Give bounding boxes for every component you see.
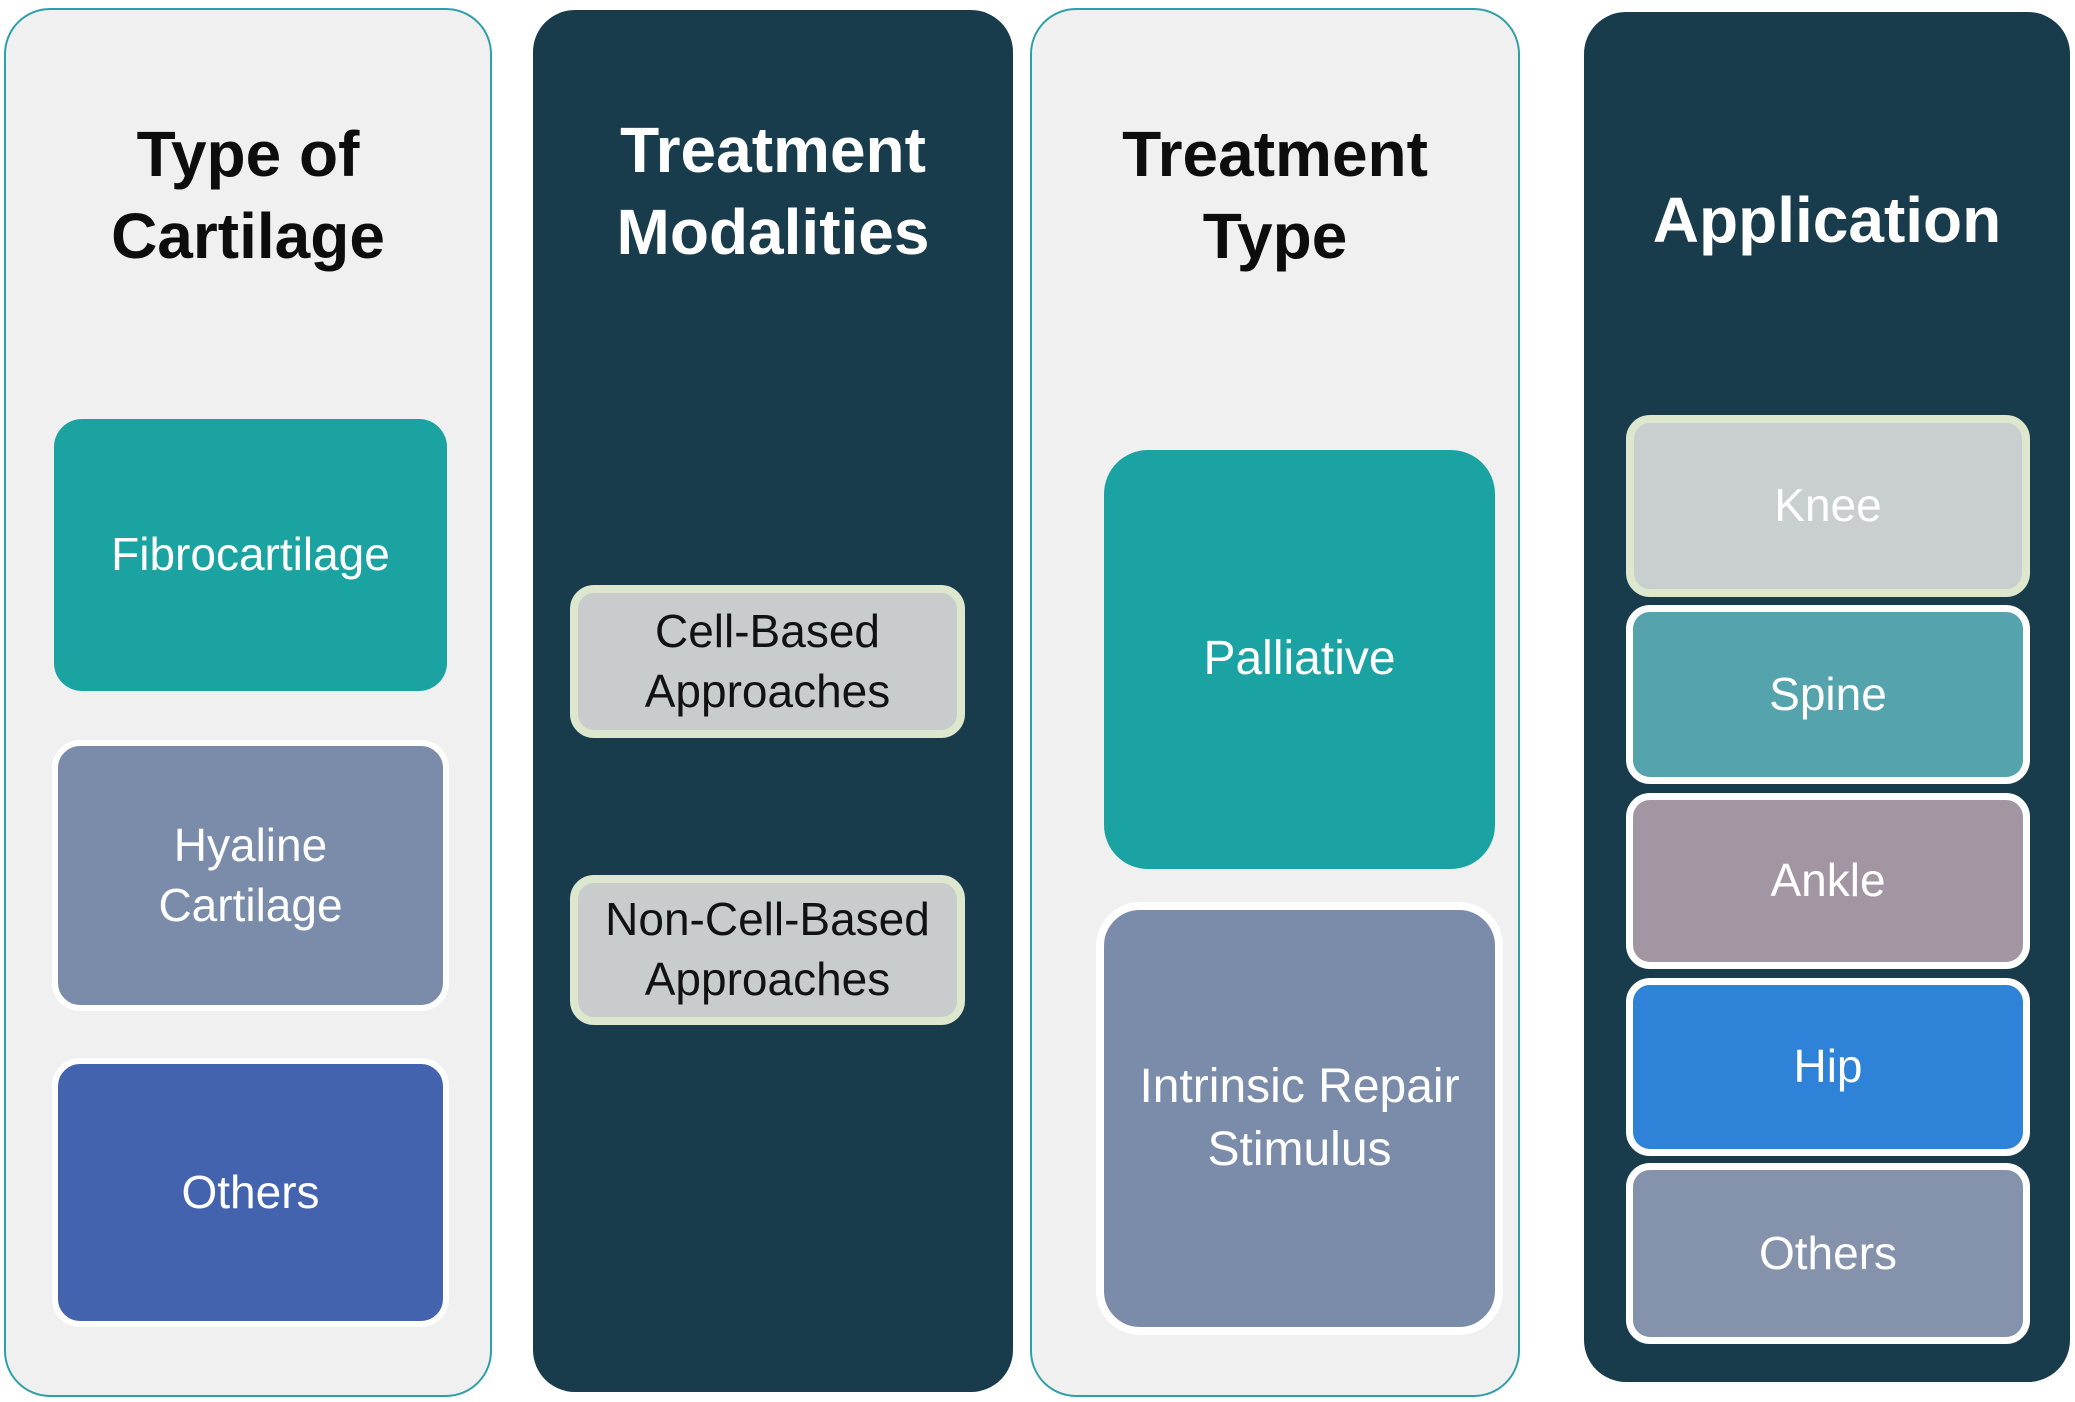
box-non-cell-based-approaches: Non-Cell-Based Approaches: [570, 875, 965, 1025]
box-ankle: Ankle: [1626, 793, 2030, 969]
box-spine: Spine: [1626, 605, 2030, 784]
box-knee: Knee: [1626, 415, 2030, 597]
box-others-cartilage: Others: [52, 1058, 449, 1327]
column-type-of-cartilage: Type of Cartilage Fibrocartilage Hyaline…: [4, 8, 492, 1397]
box-fibrocartilage: Fibrocartilage: [54, 419, 447, 691]
column-title-application: Application: [1652, 184, 2002, 256]
column-title-treatment-modalities: Treatment Modalities: [616, 114, 930, 268]
column-treatment-type: Treatment Type Palliative Intrinsic Repa…: [1030, 8, 1520, 1397]
box-hyaline-cartilage: Hyaline Cartilage: [52, 740, 449, 1011]
column-title-treatment-type: Treatment Type: [1122, 118, 1428, 272]
column-title-type-of-cartilage: Type of Cartilage: [111, 118, 385, 272]
box-palliative: Palliative: [1104, 450, 1495, 869]
box-cell-based-approaches: Cell-Based Approaches: [570, 585, 965, 738]
column-treatment-modalities: Treatment Modalities Cell-Based Approach…: [533, 10, 1013, 1392]
box-others-application: Others: [1626, 1163, 2030, 1344]
column-application: Application Knee Spine Ankle Hip Others: [1584, 12, 2070, 1382]
box-hip: Hip: [1626, 978, 2030, 1156]
box-intrinsic-repair-stimulus: Intrinsic Repair Stimulus: [1096, 902, 1503, 1335]
